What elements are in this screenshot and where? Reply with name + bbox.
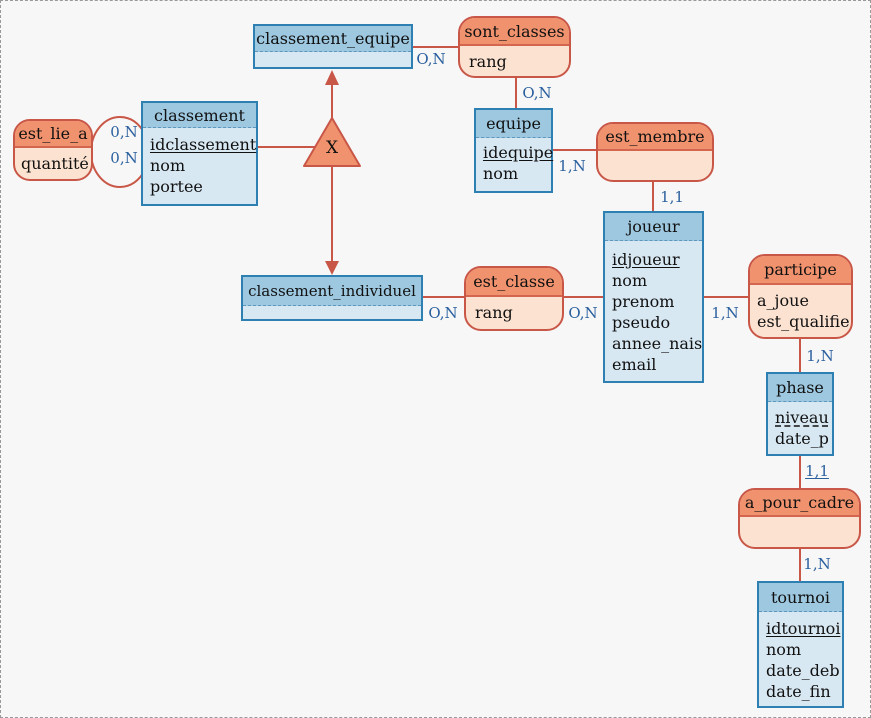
cardinality-label: O,N (522, 84, 552, 102)
attribute: quantité (21, 154, 89, 173)
cardinality-label: O,N (428, 304, 458, 322)
entity-classement: classement idclassement nom portee (141, 101, 258, 206)
attribute: annee_nais (612, 334, 703, 353)
entity-title: equipe (476, 110, 551, 138)
association-attributes: rang (466, 297, 562, 323)
inheritance-x-label: X (325, 138, 339, 158)
attribute: idclassement (150, 135, 257, 154)
association-attributes (598, 151, 712, 156)
attribute: idtournoi (766, 619, 841, 638)
association-attributes (740, 517, 859, 522)
attribute: nom (766, 640, 802, 659)
entity-title: joueur (605, 213, 702, 241)
entity-phase: phase niveau date_p (766, 372, 834, 456)
entity-attributes: idequipe nom (476, 138, 554, 184)
cardinality-label: 0,N (110, 123, 138, 141)
association-a-pour-cadre: a_pour_cadre (738, 488, 861, 549)
attribute: rang (469, 52, 507, 71)
cardinality-label: 1,N (806, 347, 834, 365)
entity-title: tournoi (759, 583, 842, 612)
attribute: email (612, 355, 657, 374)
entity-attributes: niveau date_p (768, 402, 832, 449)
attribute: nom (483, 164, 519, 183)
entity-classement-individuel: classement_individuel (241, 275, 423, 321)
entity-title: classement_individuel (243, 277, 421, 306)
entity-classement-equipe: classement_equipe (253, 24, 413, 69)
cardinality-label: 0,N (110, 149, 138, 167)
attribute: nom (150, 156, 186, 175)
cardinality-label: 1,N (803, 555, 831, 573)
entity-attributes: idclassement nom portee (143, 128, 256, 197)
attribute: idequipe (483, 143, 554, 162)
association-title: participe (750, 256, 851, 285)
entity-title: phase (768, 374, 832, 402)
entity-attributes: idjoueur nom prenom pseudo annee_nais em… (605, 241, 702, 375)
attribute: date_fin (766, 682, 831, 701)
arrowhead-up-icon (325, 70, 339, 85)
association-sont-classes: sont_classes rang (458, 16, 571, 78)
cardinality-label-identifying: 1,1 (805, 462, 829, 480)
attribute: date_p (775, 429, 829, 448)
attribute: niveau (775, 408, 829, 427)
cardinality-label: O,N (416, 50, 446, 68)
association-participe: participe a_joue est_qualifie (748, 254, 853, 339)
entity-title: classement_equipe (255, 26, 411, 52)
attribute: date_deb (766, 661, 840, 680)
association-est-classe: est_classe rang (464, 266, 564, 331)
arrowhead-down-icon (325, 261, 339, 275)
association-attributes: a_joue est_qualifie (750, 285, 851, 332)
association-est-membre: est_membre (596, 122, 714, 182)
attribute: est_qualifie (757, 312, 850, 331)
association-title: a_pour_cadre (740, 490, 859, 517)
attribute: portee (150, 177, 203, 196)
entity-equipe: equipe idequipe nom (474, 108, 553, 193)
attribute: idjoueur (612, 250, 680, 269)
association-title: est_lie_a (15, 121, 91, 148)
association-est-lie-a: est_lie_a quantité (13, 119, 93, 181)
association-title: sont_classes (460, 18, 569, 46)
entity-joueur: joueur idjoueur nom prenom pseudo annee_… (603, 211, 704, 383)
cardinality-label: 1,N (711, 304, 739, 322)
attribute: pseudo (612, 313, 671, 332)
entity-tournoi: tournoi idtournoi nom date_deb date_fin (757, 581, 844, 708)
inheritance-x-triangle (303, 117, 361, 167)
association-title: est_membre (598, 124, 712, 151)
association-title: est_classe (466, 268, 562, 297)
entity-attributes (243, 306, 421, 312)
association-attributes: quantité (15, 148, 91, 174)
association-attributes: rang (460, 46, 569, 72)
cardinality-label: 1,N (558, 157, 586, 175)
attribute: prenom (612, 292, 675, 311)
entity-title: classement (143, 103, 256, 128)
attribute: nom (612, 271, 648, 290)
attribute: rang (475, 303, 513, 322)
cardinality-label: 1,1 (660, 188, 684, 206)
entity-attributes (255, 52, 411, 58)
cardinality-label: O,N (568, 304, 598, 322)
attribute: a_joue (757, 291, 809, 310)
entity-attributes: idtournoi nom date_deb date_fin (759, 612, 842, 702)
